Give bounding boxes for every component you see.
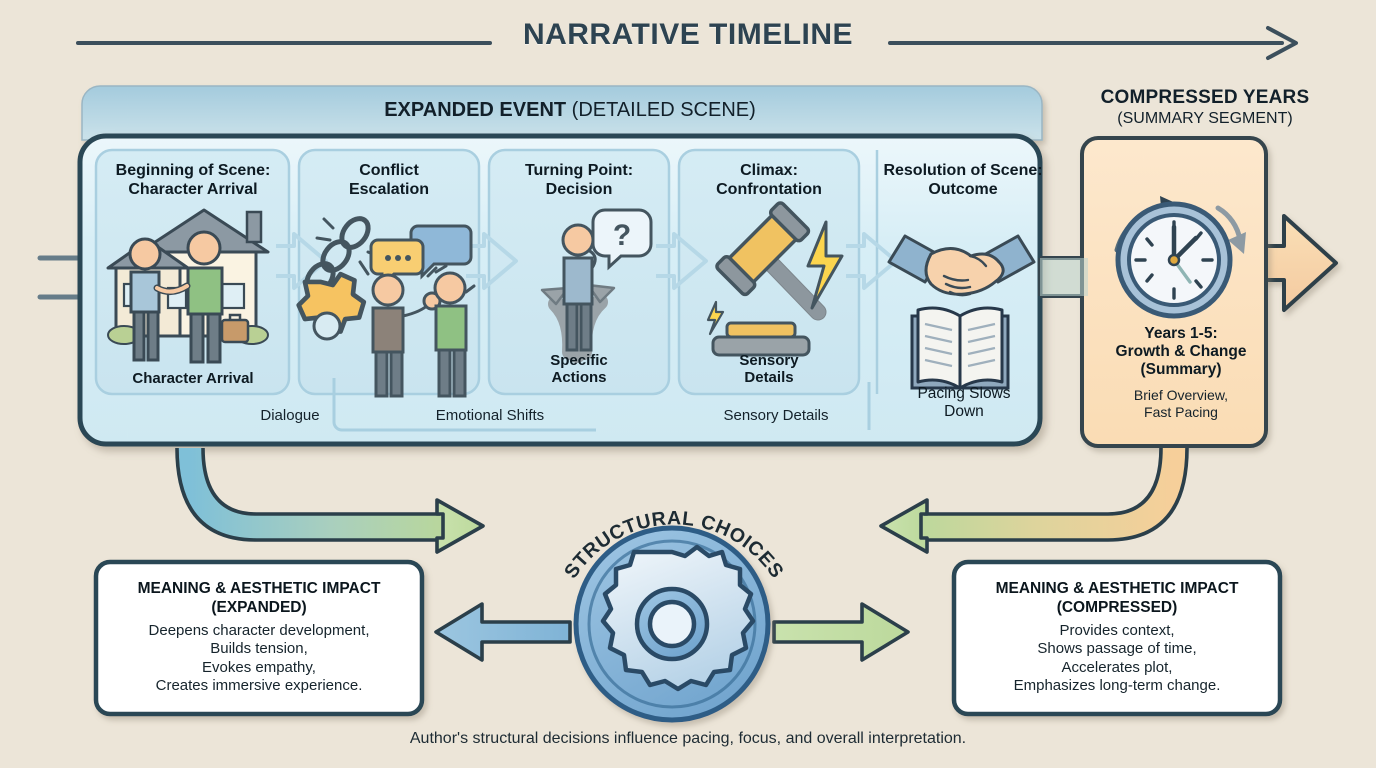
house-handshake-icon xyxy=(106,208,270,364)
rail-label-dialogue: Dialogue xyxy=(260,407,320,424)
page-title: NARRATIVE TIMELINE xyxy=(522,18,854,51)
impact-right-heading: MEANING & AESTHETIC IMPACT(COMPRESSED) xyxy=(995,580,1239,616)
impact-left-body: Deepens character development,Builds ten… xyxy=(148,622,370,695)
rail-connectors xyxy=(332,378,871,432)
compressed-to-hub-arrow[interactable] xyxy=(879,447,1189,554)
expanded-header-band xyxy=(81,85,1043,141)
broken-chain-gear-argument-icon xyxy=(296,216,476,398)
svg-text:?: ? xyxy=(613,219,631,252)
footer-caption: Author's structural decisions influence … xyxy=(409,730,967,747)
panel-title-1: Beginning of Scene:Character Arrival xyxy=(115,162,271,198)
compressed-years-title: COMPRESSED YEARS xyxy=(1100,87,1310,108)
panel-title-3: Turning Point:Decision xyxy=(524,162,634,198)
expanded-header-bold: EXPANDED EVENT xyxy=(384,99,567,121)
compressed-years-subtitle: (SUMMARY SEGMENT) xyxy=(1117,110,1293,127)
impact-box-right-frame xyxy=(951,559,1283,717)
compressed-card-title: Years 1-5:Growth & Change(Summary) xyxy=(1115,325,1247,378)
timeline-axis xyxy=(76,26,1298,60)
gavel-lightning-icon xyxy=(706,201,844,357)
rail-label-sensory-details: Sensory Details xyxy=(723,407,829,424)
handshake-open-book-icon xyxy=(887,234,1036,390)
clock-cycle-icon xyxy=(1114,196,1246,319)
panel-title-4: Climax:Confrontation xyxy=(716,162,822,198)
impact-left-heading: MEANING & AESTHETIC IMPACT(EXPANDED) xyxy=(137,580,381,616)
structural-choices-hub[interactable]: STRUCTURAL CHOICES xyxy=(560,507,788,723)
gear-small-icon xyxy=(296,271,367,334)
impact-box-right: MEANING & AESTHETIC IMPACT(COMPRESSED) P… xyxy=(962,580,1272,695)
rail-label-emotional-shifts: Emotional Shifts xyxy=(435,407,545,424)
impact-right-body: Provides context,Shows passage of time,A… xyxy=(1013,622,1221,695)
expanded-to-hub-arrow[interactable] xyxy=(175,447,485,554)
impact-box-left-frame xyxy=(93,559,425,717)
gear-icon xyxy=(600,544,756,692)
impact-box-left: MEANING & AESTHETIC IMPACT(EXPANDED) Dee… xyxy=(104,580,414,695)
hub-to-left-impact-arrow[interactable] xyxy=(434,602,572,662)
panel-title-5: Resolution of Scene:Outcome xyxy=(883,162,1043,198)
expanded-event-header: EXPANDED EVENT (DETAILED SCENE) xyxy=(100,99,1040,122)
crossroads-question-icon: ? xyxy=(540,208,653,363)
compressed-card-subtitle: Brief Overview,Fast Pacing xyxy=(1133,387,1229,420)
panel-caption-1: Character Arrival xyxy=(132,370,254,387)
expanded-header-rest: (DETAILED SCENE) xyxy=(566,99,756,121)
hub-to-right-impact-arrow[interactable] xyxy=(772,602,910,662)
